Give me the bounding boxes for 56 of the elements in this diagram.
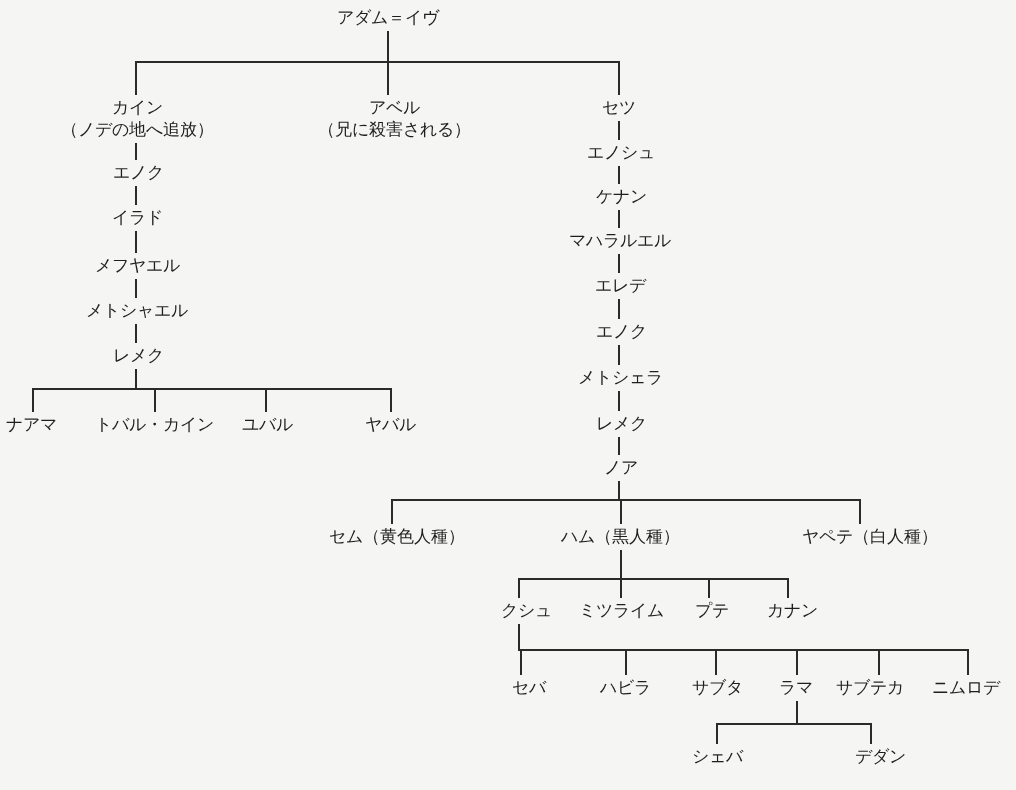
person-name: ユバル <box>241 414 293 436</box>
person-name: カナン <box>766 600 818 622</box>
person-name: ケナン <box>595 186 647 208</box>
person-name: プテ <box>695 600 729 622</box>
person-name: メトシェラ <box>577 367 663 389</box>
person-name: サブタ <box>691 677 743 699</box>
tree-line <box>387 30 620 96</box>
tree-line <box>135 185 137 206</box>
person-name: メフヤエル <box>94 255 180 277</box>
person-name: セツ <box>602 97 636 119</box>
person-name: レメク <box>112 345 164 367</box>
person-name: レメク <box>595 413 647 435</box>
person-name: サブテカ <box>836 677 904 699</box>
person-name: セム（黄色人種） <box>329 526 465 548</box>
person-name: ハビラ <box>599 677 651 699</box>
person-name: ミツライム <box>578 600 664 622</box>
person-name: エノク <box>595 321 647 343</box>
tree-line <box>135 368 392 413</box>
person-name: イラド <box>111 207 163 229</box>
person-name: トバル・カイン <box>94 414 214 436</box>
person-name: アダム＝イヴ <box>337 7 439 29</box>
person-name: セバ <box>512 677 546 699</box>
tree-line <box>618 480 861 525</box>
annotation-text: （ノデの地へ追放） <box>60 119 214 141</box>
tree-line <box>518 623 969 676</box>
person-name: ノア <box>604 457 638 479</box>
person-name: ヤペテ（白人種） <box>802 526 938 548</box>
person-name: エノク <box>112 162 164 184</box>
person-name: クシュ <box>500 600 552 622</box>
tree-line <box>135 230 137 254</box>
tree-line <box>618 390 620 412</box>
person-name: エレデ <box>594 275 646 297</box>
tree-line <box>618 165 620 185</box>
person-name: シェバ <box>691 746 743 768</box>
tree-line <box>618 298 620 320</box>
person-name: カイン <box>111 97 163 119</box>
person-name: ナアマ <box>5 414 57 436</box>
tree-line <box>618 344 620 366</box>
person-name: ハム（黒人種） <box>560 526 680 548</box>
tree-line <box>618 120 620 141</box>
person-name: ニムロデ <box>932 677 1000 699</box>
person-name: エノシュ <box>587 142 655 164</box>
person-name: アベル <box>368 97 420 119</box>
person-name: メトシャエル <box>86 300 188 322</box>
tree-line <box>618 253 620 274</box>
annotation-text: （兄に殺害される） <box>317 119 471 141</box>
person-name: ラマ <box>779 677 813 699</box>
person-name: マハラルエル <box>569 230 671 252</box>
tree-line <box>135 323 137 344</box>
tree-line <box>796 700 872 745</box>
tree-line <box>618 209 620 229</box>
tree-line <box>135 142 137 161</box>
person-name: デダン <box>854 746 906 768</box>
person-name: ヤバル <box>364 414 416 436</box>
tree-line <box>135 278 137 299</box>
tree-line <box>618 436 620 456</box>
